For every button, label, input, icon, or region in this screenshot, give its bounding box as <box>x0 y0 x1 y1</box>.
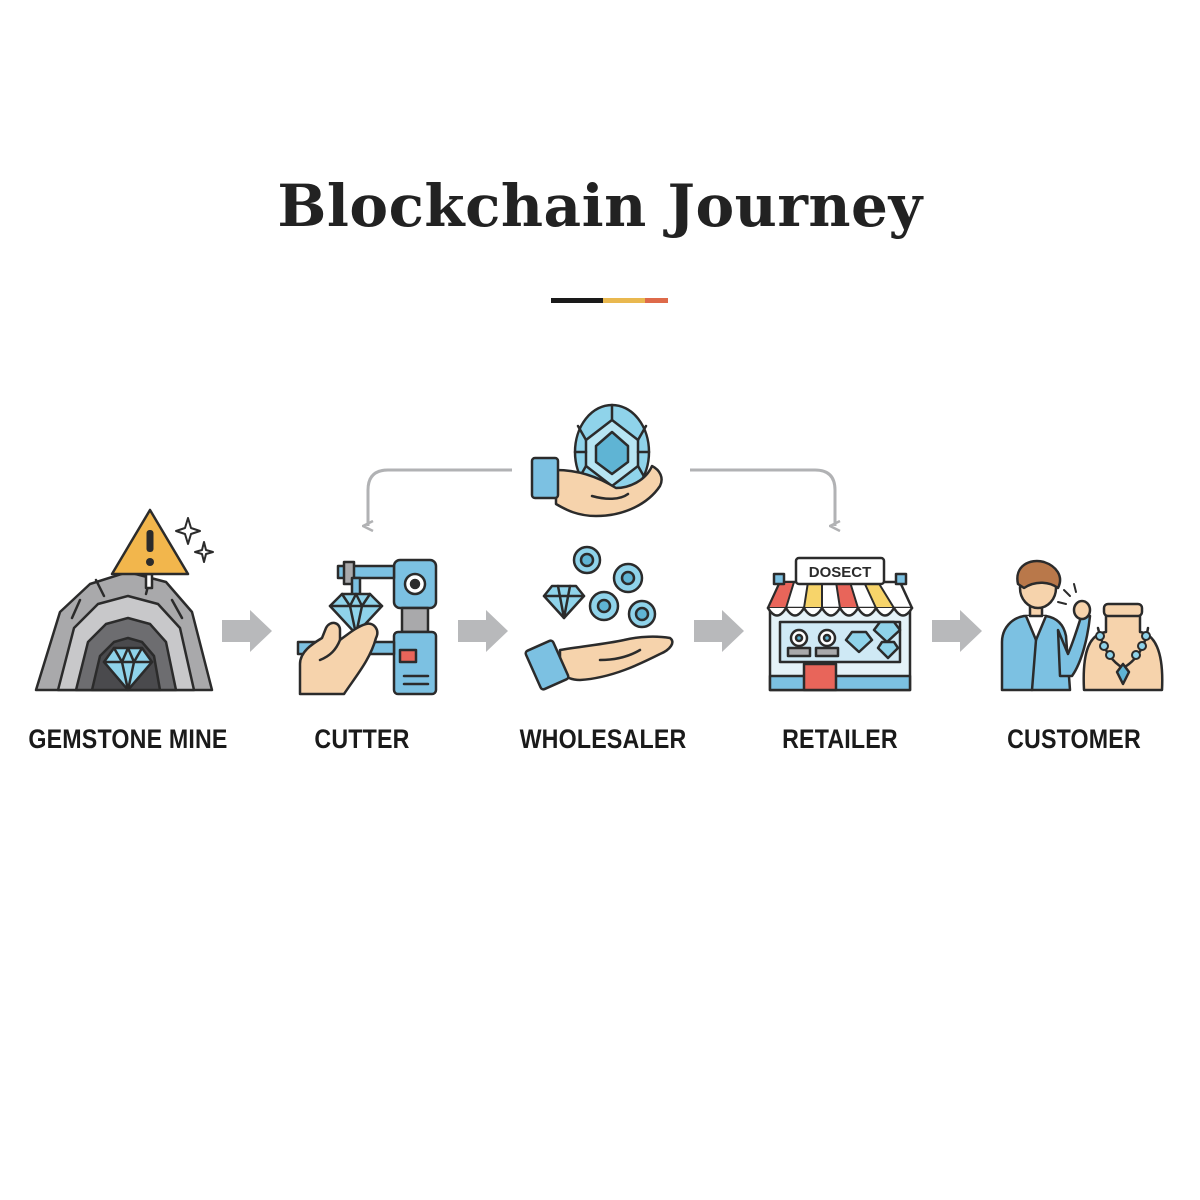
stage-label-gemstone-mine: GEMSTONE MINE <box>28 724 228 754</box>
retailer-sign-text: DOSECT <box>809 564 872 581</box>
flow-arrow-3 <box>694 610 744 652</box>
page-title: Blockchain Journey <box>277 172 923 240</box>
gem-in-hand-icon <box>530 403 663 518</box>
rule-black <box>551 298 603 303</box>
customer-icon <box>1000 559 1164 692</box>
stage-label-wholesaler: WHOLESALER <box>519 724 687 754</box>
loop-connector <box>368 468 835 526</box>
loop-arrow-right <box>690 468 835 526</box>
flow-arrow-4 <box>932 610 982 652</box>
stage-label-retailer: RETAILER <box>782 724 898 754</box>
flow-arrows <box>222 610 982 652</box>
rule-yellow <box>603 298 645 303</box>
flow-arrow-1 <box>222 610 272 652</box>
gemstone-mine-icon <box>34 508 214 692</box>
stage-label-cutter: CUTTER <box>314 724 410 754</box>
necklace-beads <box>1095 631 1151 660</box>
cutter-icon <box>296 558 438 696</box>
title-underline <box>551 298 668 303</box>
flow-arrow-2 <box>458 610 508 652</box>
rule-red <box>645 298 668 303</box>
awning-stripes <box>767 581 895 609</box>
stage-label-customer: CUSTOMER <box>1007 724 1141 754</box>
retailer-icon <box>766 556 914 692</box>
wholesaler-icon <box>524 545 674 691</box>
loop-arrow-left <box>368 468 512 526</box>
loose-gems <box>542 545 657 629</box>
